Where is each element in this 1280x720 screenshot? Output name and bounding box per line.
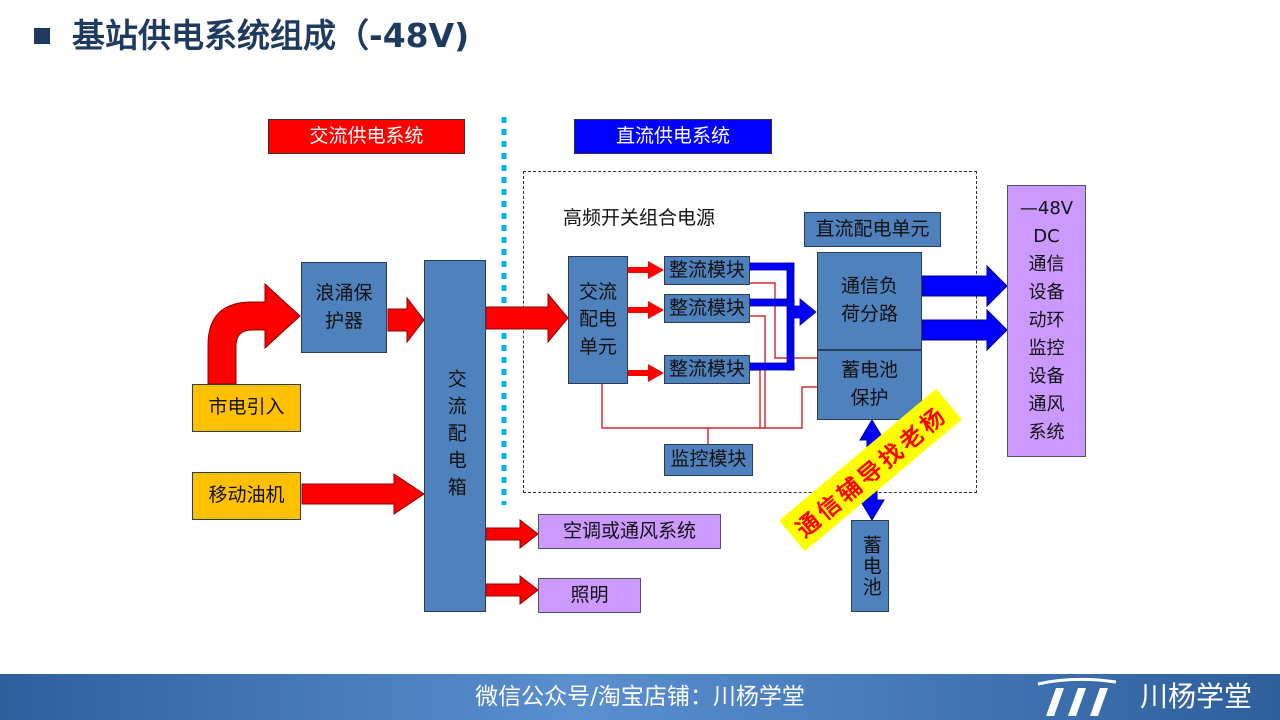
acunit-to-rect1-arrow — [628, 261, 664, 279]
page-title: 基站供电系统组成（-48V) — [72, 16, 470, 55]
output-line: 设备 — [1028, 282, 1065, 304]
output-line: 监控 — [1028, 337, 1065, 359]
mains-to-surge-arrow — [207, 282, 301, 385]
title-bullet-icon — [34, 28, 50, 44]
ac-distribution-box: 交流配电箱 — [424, 260, 486, 612]
acbox-to-acunit-arrow — [485, 292, 569, 344]
mobile-generator-box: 移动油机 — [192, 472, 301, 520]
acunit-to-rect3-arrow — [628, 364, 664, 382]
output-line: 通信 — [1028, 254, 1065, 276]
footer-bar — [0, 674, 1280, 720]
dc-output-arrow-1 — [921, 264, 1008, 308]
rectifier-module-2: 整流模块 — [664, 294, 750, 323]
dc-bus-arrows — [749, 262, 817, 371]
aircon-ventilation-box: 空调或通风系统 — [538, 514, 721, 549]
output-line: —48V — [1019, 198, 1074, 220]
output-line: 动环 — [1028, 310, 1065, 332]
generator-to-acbox-arrow — [301, 473, 425, 515]
surge-to-acbox-arrow — [387, 296, 425, 344]
dc-output-arrow-2 — [921, 308, 1008, 352]
load-branch-box: 通信负荷分路 — [817, 252, 922, 350]
acbox-to-aircon-arrow — [485, 518, 539, 550]
dc-distribution-unit-label: 直流配电单元 — [804, 212, 941, 247]
output-line: 通风 — [1028, 393, 1065, 415]
surge-protector-box: 浪涌保护器 — [301, 262, 387, 353]
ac-system-header: 交流供电系统 — [268, 119, 465, 154]
dc-equipment-box: —48V DC 通信 设备 动环 监控 设备 通风 系统 — [1007, 185, 1086, 457]
acunit-to-rect2-arrow — [628, 301, 664, 319]
lighting-box: 照明 — [538, 578, 641, 613]
brand-logo-icon — [1037, 677, 1117, 716]
footer-text: 微信公众号/淘宝店铺：川杨学堂 — [475, 684, 805, 710]
footer-brand: 川杨学堂 — [1140, 680, 1253, 713]
ac-distribution-unit: 交流配电单元 — [568, 256, 628, 384]
dc-system-header: 直流供电系统 — [574, 119, 772, 154]
battery-protection-box: 蓄电池保护 — [817, 350, 922, 420]
mains-input-box: 市电引入 — [192, 384, 301, 432]
hf-switch-power-label: 高频开关组合电源 — [563, 207, 716, 229]
monitor-module: 监控模块 — [664, 444, 753, 476]
battery-box: 蓄电池 — [851, 520, 889, 612]
output-line: DC — [1033, 226, 1060, 248]
acbox-to-lighting-arrow — [485, 574, 539, 606]
rectifier-module-1: 整流模块 — [664, 256, 750, 285]
rectifier-module-3: 整流模块 — [664, 355, 750, 384]
output-line: 设备 — [1028, 365, 1065, 387]
output-line: 系统 — [1028, 421, 1065, 443]
